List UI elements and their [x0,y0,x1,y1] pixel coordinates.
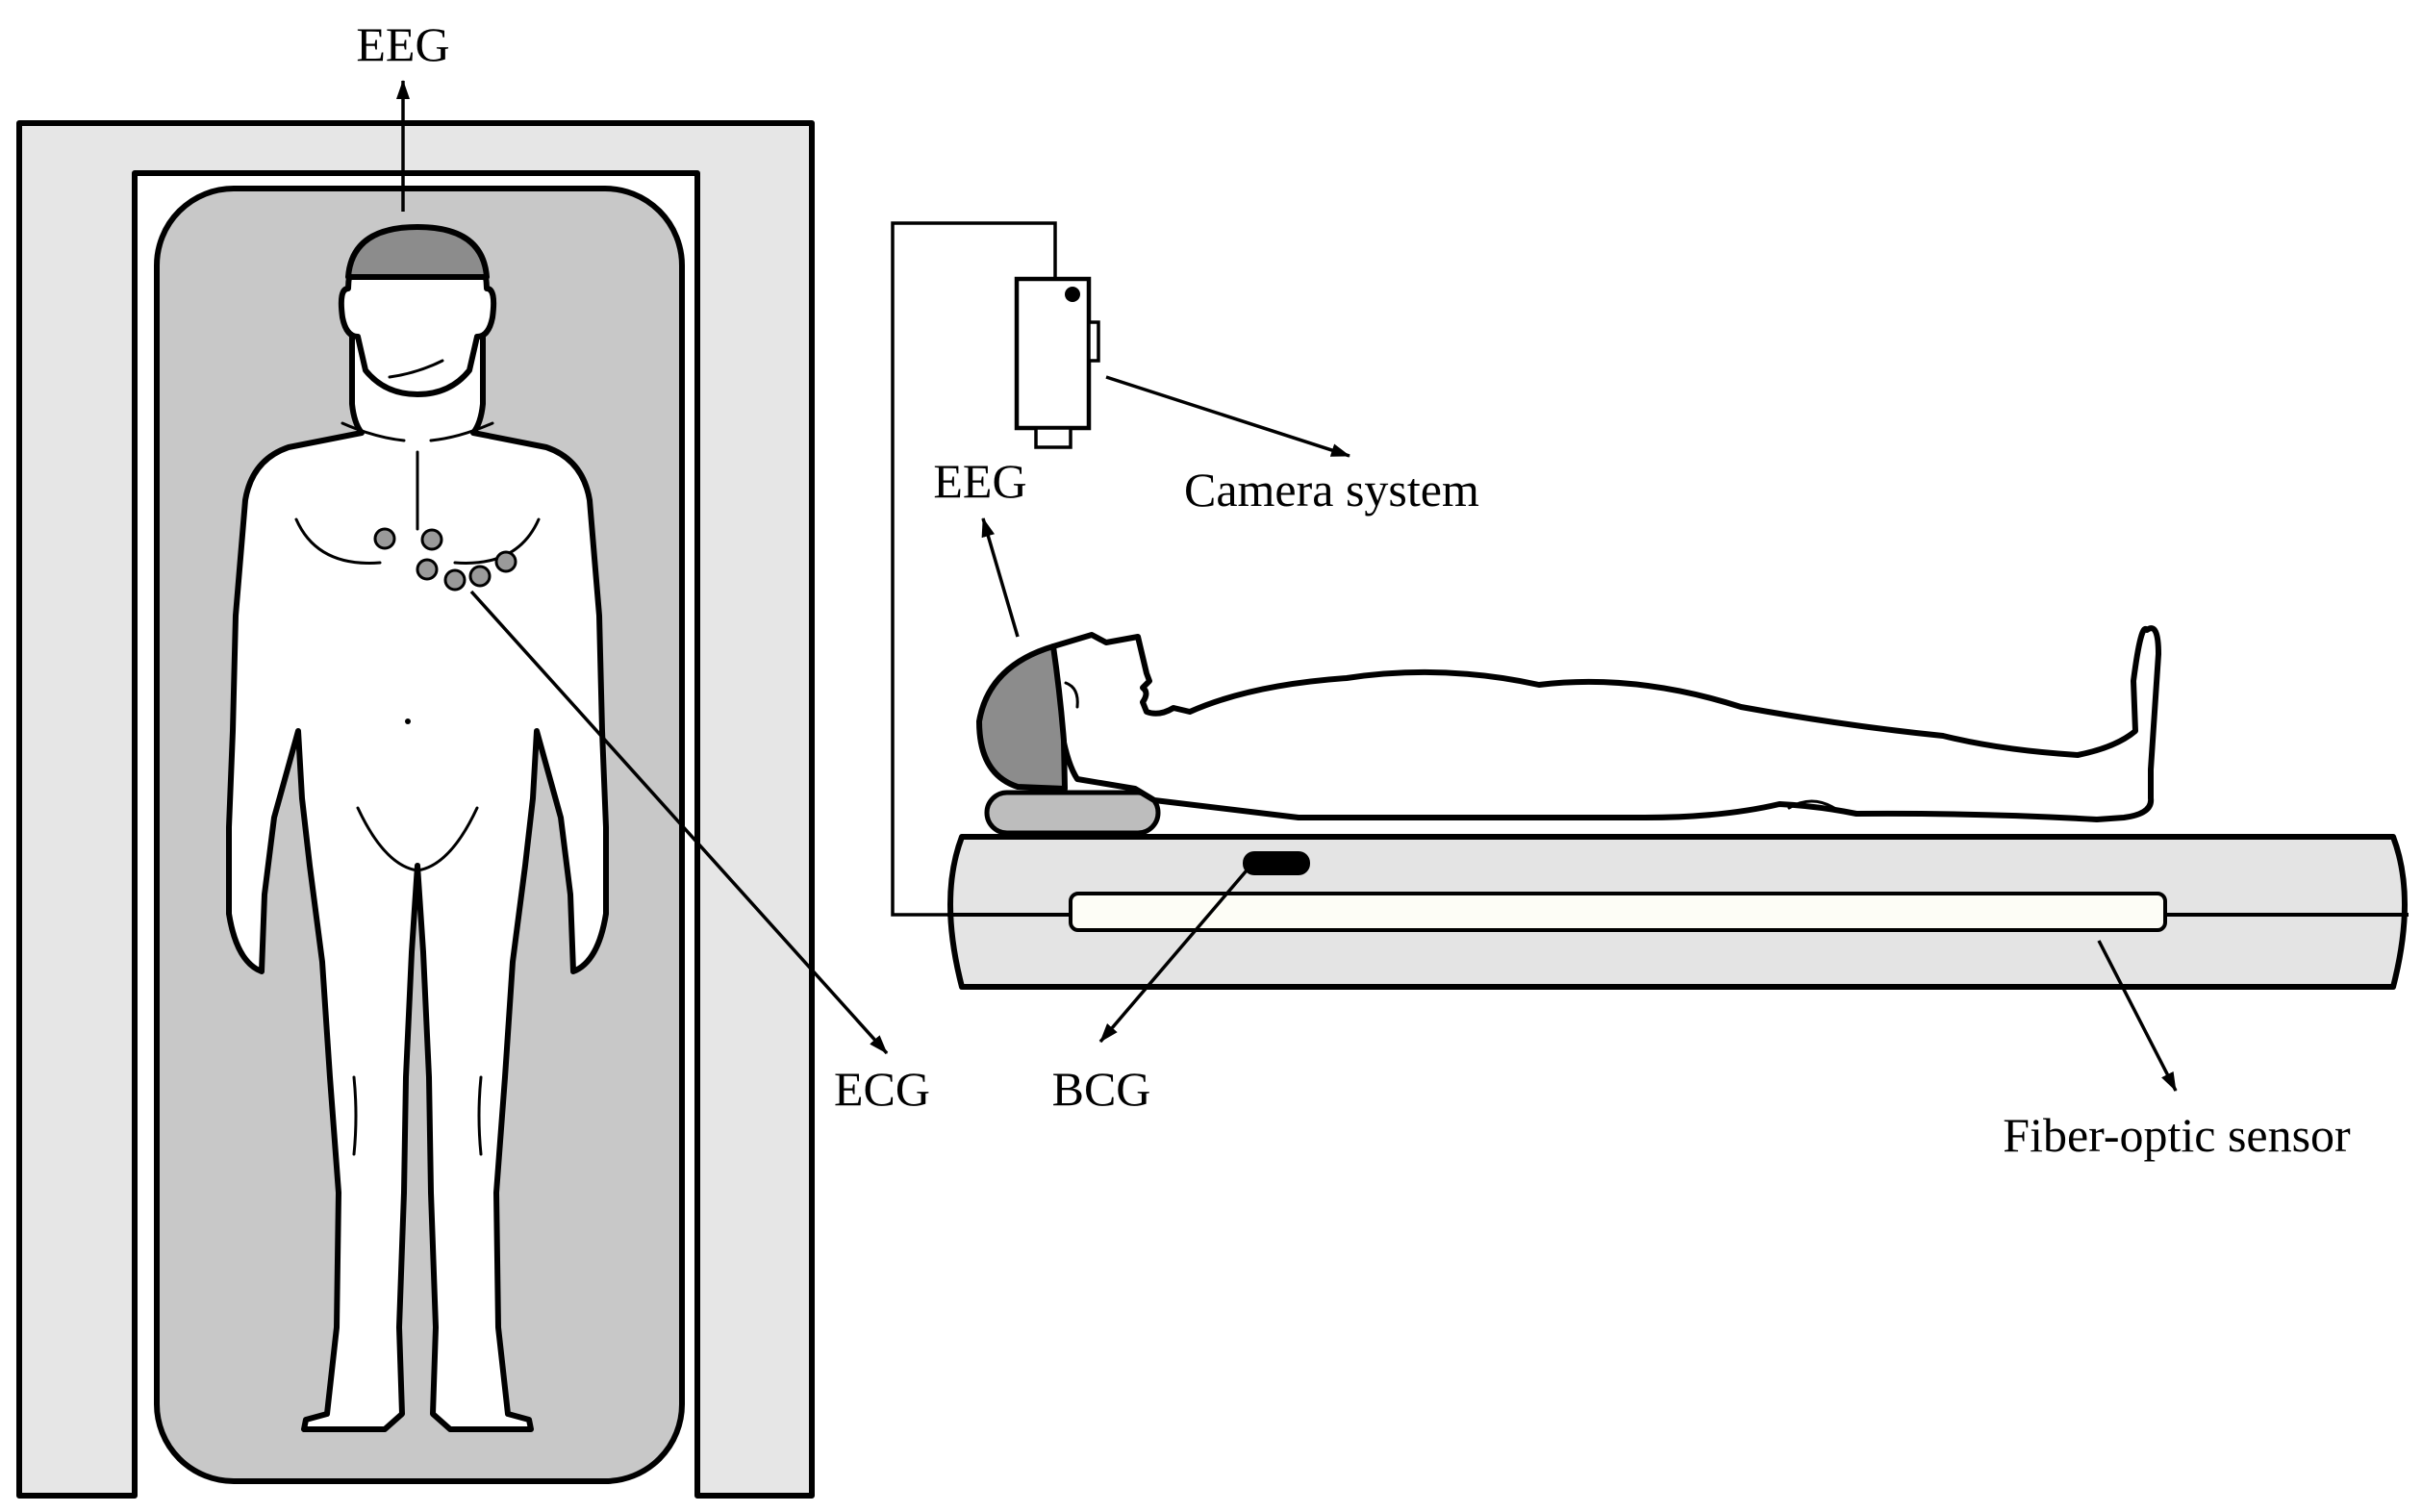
ecg-electrode [443,568,467,592]
ecg-electrodes [373,527,517,592]
fiber-arrow [2097,940,2178,1092]
knee-left [352,1075,358,1156]
collarbone-left [341,421,406,442]
ecg-label: ECG [834,1062,930,1116]
fiber-optic-strip [1069,892,2167,932]
ecg-arrow [469,590,889,1055]
navel [405,718,411,724]
ecg-electrode [468,565,492,588]
collarbone-right [429,421,494,442]
ecg-electrode [373,527,396,550]
bcg-arrow [1098,869,1249,1044]
ecg-electrode [420,528,443,551]
camera-arrow [1105,375,1350,458]
eeg-top-label: EEG [356,17,449,71]
eeg-side-label: EEG [933,454,1026,508]
groin-line [356,806,479,872]
side-view [891,221,2409,1092]
knee-right [477,1075,483,1156]
eeg-cap-front [345,224,490,280]
camera-lens [1034,426,1072,449]
ecg-electrode [494,550,517,573]
bcg-label: BCG [1052,1062,1151,1116]
camera-indicator [1065,287,1080,302]
camera-side-knob [1087,320,1100,363]
pectoral-left [294,517,382,565]
ecg-electrode [416,558,439,581]
camera-body [1014,276,1092,431]
scanner-front-view [16,80,889,1499]
pillow [984,790,1161,836]
knee-contour [1787,799,1839,812]
eeg-side-arrow [981,517,1020,638]
camera-system-label: Camera system [1184,463,1479,517]
fiber-optic-sensor-label: Fiber-optic sensor [2003,1108,2351,1162]
camera-cable [891,221,1057,917]
chin-line [388,359,444,379]
bcg-sensor [1243,851,1310,875]
ear-side [1064,681,1079,709]
eeg-cap-side [976,643,1068,792]
patient-bed [947,834,2409,990]
camera-device [1014,276,1100,449]
scanner-frame [16,120,815,1499]
human-figure-front [226,224,609,1432]
body-side-outline [1050,625,2161,822]
